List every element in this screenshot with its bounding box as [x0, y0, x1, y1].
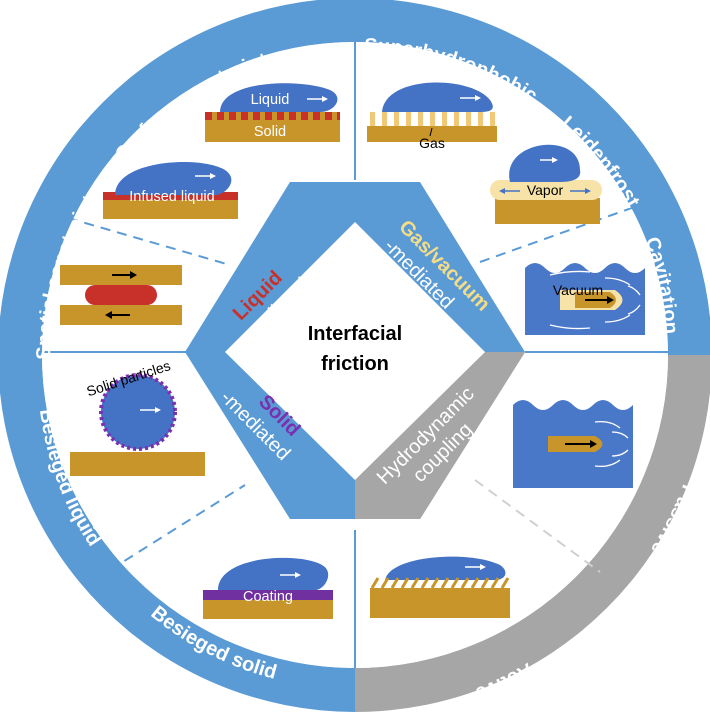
gas-label: Gas	[419, 135, 445, 151]
illustration-active-surface	[370, 556, 510, 618]
center-title-line1: Interfacial	[308, 323, 402, 345]
center-title-line2: friction	[321, 353, 389, 375]
octagon-gray-quad	[355, 352, 525, 519]
central-octagon: Interfacial friction Liquid -mediated Ga…	[185, 182, 525, 519]
solid-label: Solid	[254, 124, 286, 140]
illustration-leidenfrost: Vapor	[490, 144, 602, 224]
coating-label: Coating	[243, 589, 293, 605]
sector-dividers	[42, 42, 668, 668]
illustration-coating: Coating	[203, 557, 333, 619]
illustration-liquid-solid: Liquid Solid	[205, 83, 340, 142]
illustration-passive	[513, 400, 633, 488]
liquid-label: Liquid	[251, 92, 290, 108]
illustration-infused-liquid: Infused liquid	[103, 162, 238, 219]
outer-ring-gray	[355, 355, 710, 712]
center-diamond	[225, 222, 485, 480]
illustration-spatial-constraint	[60, 265, 182, 325]
infused-liquid-label: Infused liquid	[129, 189, 214, 205]
vacuum-label: Vacuum	[553, 282, 603, 298]
illustration-superhydrophobic: Gas	[367, 82, 497, 151]
illustration-cavitation: Vacuum	[525, 263, 645, 335]
vapor-label: Vapor	[527, 182, 564, 198]
